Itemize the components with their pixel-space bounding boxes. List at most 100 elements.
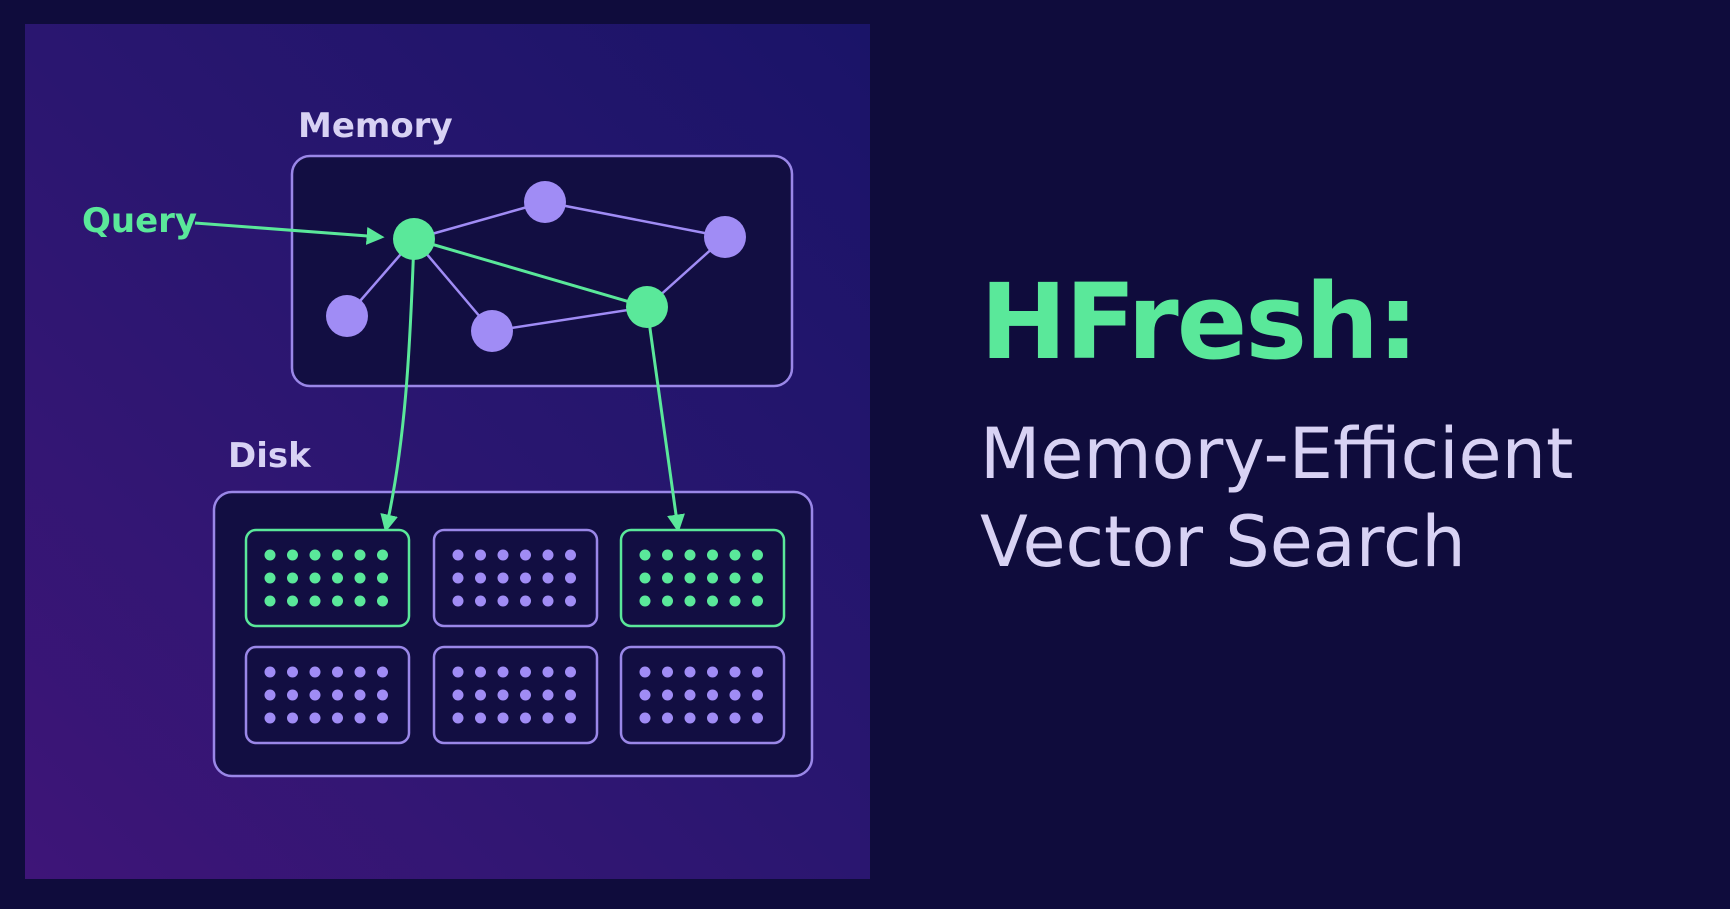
vector-dot [520,549,531,561]
vector-dot [729,572,741,584]
vector-dot [662,595,673,607]
title-block: HFresh: Memory-Efficient Vector Search [980,270,1700,586]
vector-dot [377,595,388,607]
vector-dot [475,549,486,561]
query-arrow [194,221,385,245]
vector-dot [475,712,486,724]
disk-block-4 [244,645,411,745]
architecture-diagram: Memory Disk Query [25,24,870,879]
vector-dot [662,666,673,678]
vector-dot [452,666,464,678]
arrow-to-disk-block-1 [380,238,416,533]
vector-dot [752,712,763,724]
vector-dot [565,689,576,701]
vector-dot [354,549,366,561]
vector-dot [377,689,388,701]
vector-dot [684,595,696,607]
vector-dot [264,595,276,607]
graph-node [524,181,566,223]
vector-dot [639,666,651,678]
graph-node [471,310,513,352]
vector-dot [377,549,388,561]
vector-dot [287,666,298,678]
vector-dot [332,549,343,561]
vector-dot [332,689,343,701]
vector-dot [565,666,576,678]
vector-dot [729,549,741,561]
vector-dot [332,712,343,724]
vector-dot [542,712,554,724]
vector-dot [729,595,741,607]
vector-dot [377,572,388,584]
disk-block-3 [619,528,786,628]
vector-dot [287,689,298,701]
query-label: Query [82,201,197,241]
headline: HFresh: [980,261,1419,383]
disk-label: Disk [228,436,312,476]
vector-dot [377,666,388,678]
vector-dot [309,549,321,561]
vector-dot [752,595,763,607]
graph-node [326,295,368,337]
vector-dot [662,689,673,701]
vector-dot [752,572,763,584]
selected-node [626,286,668,328]
vector-dot [452,595,464,607]
graph-node [704,216,746,258]
vector-dot [287,712,298,724]
subtitle-line-2: Vector Search [980,501,1466,583]
vector-dot [452,572,464,584]
vector-dot [354,689,366,701]
vector-dot [542,666,554,678]
vector-dot [520,712,531,724]
query-entry-node [393,218,435,260]
vector-dot [684,572,696,584]
vector-dot [639,549,651,561]
vector-dot [684,666,696,678]
vector-dot [309,572,321,584]
vector-dot [264,666,276,678]
vector-dot [354,572,366,584]
vector-dot [309,689,321,701]
vector-dot [542,572,554,584]
vector-dot [475,666,486,678]
disk-block-6 [619,645,786,745]
vector-dot [707,572,718,584]
vector-dot [542,595,554,607]
disk-blocks [244,528,786,745]
vector-dot [662,712,673,724]
edge [413,200,546,241]
vector-dot [332,595,343,607]
vector-dot [684,689,696,701]
memory-container [290,154,794,388]
vector-dot [729,712,741,724]
vector-dot [264,572,276,584]
vector-dot [565,595,576,607]
disk-block-1 [244,528,411,628]
vector-dot [377,712,388,724]
disk-block-2 [432,528,599,628]
vector-dot [354,712,366,724]
vector-dot [497,549,509,561]
vector-dot [752,666,763,678]
vector-dot [475,572,486,584]
vector-dot [662,549,673,561]
vector-dot [309,666,321,678]
vector-dot [565,572,576,584]
vector-dot [729,689,741,701]
vector-dot [497,595,509,607]
vector-dot [354,595,366,607]
vector-dot [520,572,531,584]
vector-dot [639,595,651,607]
vector-dot [475,689,486,701]
vector-dot [542,549,554,561]
vector-dot [520,689,531,701]
vector-dot [752,689,763,701]
vector-dot [497,712,509,724]
vector-dot [332,572,343,584]
vector-dot [520,595,531,607]
vector-dot [639,572,651,584]
diagram-svg: Memory Disk Query [82,106,814,778]
vector-dot [287,549,298,561]
